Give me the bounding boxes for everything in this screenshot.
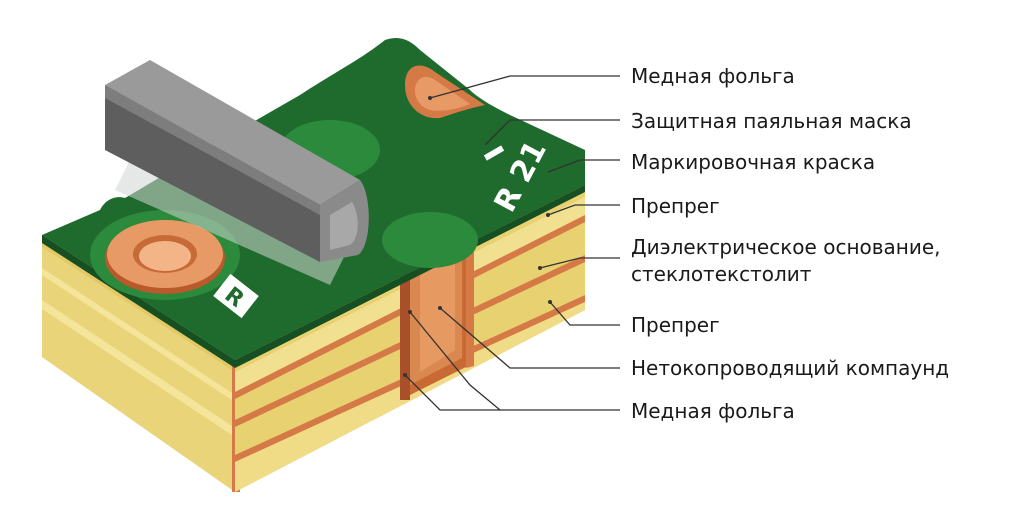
smd-component (105, 60, 369, 285)
leader-dielectric (539, 257, 620, 269)
label-marking-ink: Маркировочная краска (631, 150, 876, 174)
leader-compound (439, 307, 620, 369)
leader-copper-foil-top (429, 75, 620, 99)
leader-marking-ink (547, 159, 620, 173)
silk-bar (483, 145, 505, 161)
via-cutaway (400, 235, 474, 400)
leader-prepreg-top (547, 204, 620, 216)
label-dielectric-line1: Диэлектрическое основание, (631, 235, 941, 259)
copper-ring-pad (105, 220, 225, 294)
label-dielectric-line2: стеклотекстолит (631, 262, 812, 286)
label-copper-foil-top: Медная фольга (631, 64, 795, 88)
label-copper-foil-bottom: Медная фольга (631, 399, 795, 423)
leader-copper-foil-bottom-1 (409, 311, 620, 411)
label-prepreg-bottom: Препрег (631, 313, 720, 337)
label-solder-mask: Защитная паяльная маска (631, 109, 912, 133)
label-compound: Нетокопроводящий компаунд (631, 356, 950, 380)
leader-prepreg-bottom (549, 301, 620, 326)
leader-dots (403, 96, 552, 377)
label-prepreg-top: Препрег (631, 194, 720, 218)
leader-copper-foil-bottom-2 (404, 374, 500, 411)
copper-foil-notch (405, 65, 485, 119)
leader-lines (404, 75, 620, 411)
leader-solder-mask (484, 119, 620, 146)
